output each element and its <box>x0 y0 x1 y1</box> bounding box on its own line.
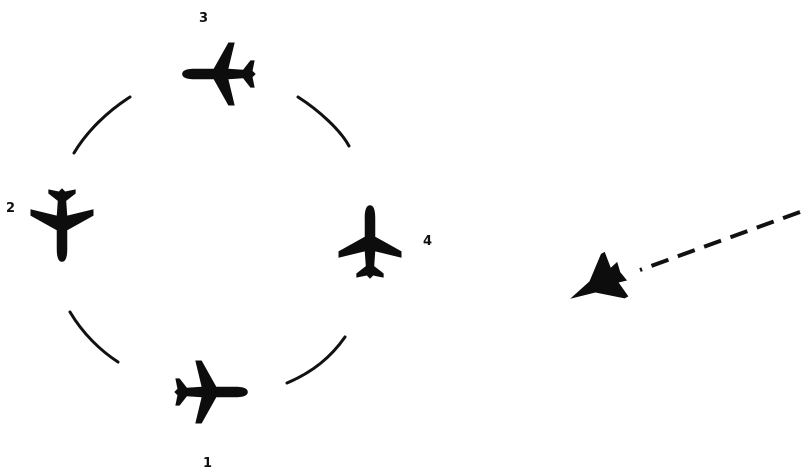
aircraft-1 <box>174 361 248 424</box>
label-4: 4 <box>423 234 432 249</box>
track-arc-upper-right <box>298 97 349 146</box>
aircraft-3 <box>182 43 256 106</box>
approach-path <box>640 212 800 270</box>
label-1: 1 <box>203 456 212 471</box>
aircraft-4-icon <box>339 205 402 279</box>
aircraft-2 <box>31 188 94 261</box>
track-arc-upper-left <box>74 97 130 153</box>
track-arc-lower-right <box>287 337 345 383</box>
fighter-icon <box>558 249 634 321</box>
label-3: 3 <box>199 11 208 26</box>
aircraft-3-icon <box>182 43 256 106</box>
track-arc-lower-left <box>70 312 118 362</box>
aircraft-4 <box>339 205 402 279</box>
aircraft-2-icon <box>31 188 94 261</box>
label-2: 2 <box>6 201 15 216</box>
aircraft-1-icon <box>174 361 248 424</box>
formation-track <box>70 97 349 383</box>
